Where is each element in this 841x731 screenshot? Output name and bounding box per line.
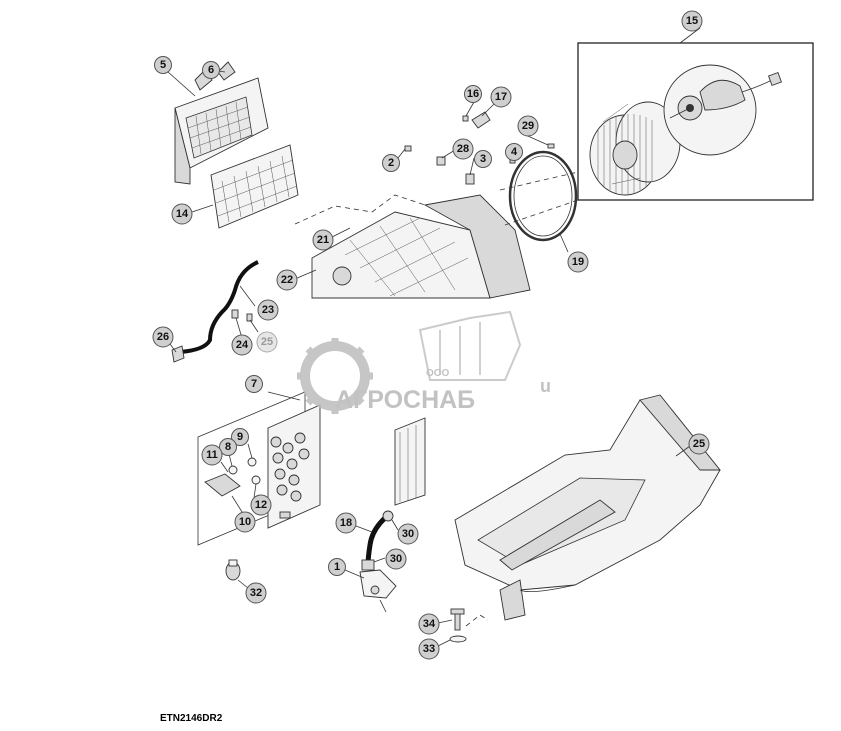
callout-20: 21: [312, 229, 334, 251]
svg-text:33: 33: [423, 643, 435, 655]
svg-text:3: 3: [480, 153, 486, 165]
svg-text:8: 8: [225, 441, 231, 453]
svg-text:5: 5: [160, 59, 166, 71]
svg-text:28: 28: [457, 143, 469, 155]
reference-code: ETN2146DR2: [160, 713, 223, 724]
sensor-32: [225, 559, 241, 581]
valve-assembly: [359, 510, 397, 613]
svg-text:25: 25: [261, 336, 273, 348]
callout-25: 25: [688, 433, 710, 455]
callout-8: 8: [219, 438, 237, 456]
svg-text:19: 19: [572, 256, 584, 268]
svg-text:6: 6: [208, 64, 214, 76]
svg-text:9: 9: [237, 431, 243, 443]
callout-29: 25: [256, 331, 278, 353]
callout-14: 14: [171, 203, 193, 225]
callout-3: 3: [474, 150, 492, 168]
svg-text:30: 30: [402, 528, 414, 540]
callout-12: 12: [250, 494, 272, 516]
leader-lines: [167, 27, 701, 647]
svg-text:1: 1: [334, 561, 340, 573]
callout-30-upper: 30: [397, 523, 419, 545]
watermark-tail-text: u: [540, 376, 551, 396]
callout-24: 26: [152, 326, 174, 348]
callout-28: 29: [517, 115, 539, 137]
blower-inset: [577, 42, 814, 201]
svg-text:7: 7: [251, 378, 257, 390]
callout-16: 16: [464, 85, 482, 103]
callout-15: 15: [681, 10, 703, 32]
svg-text:17: 17: [495, 91, 507, 103]
harvester-icon: [418, 310, 522, 381]
callout-30-lower: 30: [385, 548, 407, 570]
callout-5: 5: [154, 56, 172, 74]
blower-fan-wheel: [589, 101, 681, 196]
callout-17: 17: [490, 86, 512, 108]
svg-text:34: 34: [423, 618, 436, 630]
filter-assembly: [174, 61, 299, 229]
svg-text:22: 22: [281, 274, 293, 286]
svg-text:30: 30: [390, 553, 402, 565]
svg-text:2: 2: [388, 157, 394, 169]
watermark-brand-text: АГРОСНАБ: [335, 386, 475, 414]
callout-7: 7: [245, 375, 263, 393]
svg-text:21: 21: [317, 234, 329, 246]
svg-text:18: 18: [340, 517, 352, 529]
callout-21: 22: [276, 269, 298, 291]
svg-text:32: 32: [250, 587, 262, 599]
callout-11: 11: [201, 444, 223, 466]
blower-motor: [663, 64, 782, 156]
svg-text:4: 4: [511, 146, 518, 158]
callout-23: 24: [231, 334, 253, 356]
gasket-ring: [508, 150, 578, 242]
callout-10: 10: [234, 511, 256, 533]
callout-18: 18: [335, 512, 357, 534]
svg-text:29: 29: [522, 120, 534, 132]
callout-4: 4: [505, 143, 523, 161]
callout-34: 34: [418, 613, 440, 635]
watermark-logo: ООО АГРОСНАБ u: [297, 310, 551, 414]
callout-1: 1: [328, 558, 346, 576]
svg-text:25: 25: [693, 438, 705, 450]
svg-text:23: 23: [262, 304, 274, 316]
callout-33: 33: [418, 638, 440, 660]
callout-26: 28: [452, 138, 474, 160]
upper-housing: [294, 171, 579, 299]
callout-19: 19: [567, 251, 589, 273]
svg-text:26: 26: [157, 331, 169, 343]
svg-text:12: 12: [255, 499, 267, 511]
svg-text:15: 15: [686, 15, 698, 27]
bolt-washer: [449, 608, 489, 643]
svg-text:24: 24: [236, 339, 249, 351]
callout-6: 6: [202, 61, 220, 79]
svg-text:14: 14: [176, 208, 189, 220]
svg-text:16: 16: [467, 88, 479, 100]
gear-icon: [297, 338, 373, 414]
watermark-small-text: ООО: [426, 368, 450, 379]
svg-text:11: 11: [206, 449, 218, 461]
callout-32: 32: [245, 582, 267, 604]
callout-9: 9: [231, 428, 249, 446]
callout-22: 23: [257, 299, 279, 321]
lower-drain-pan: [454, 394, 721, 621]
svg-text:10: 10: [239, 516, 251, 528]
callout-2: 2: [382, 154, 400, 172]
evaporator-core: [197, 391, 426, 546]
